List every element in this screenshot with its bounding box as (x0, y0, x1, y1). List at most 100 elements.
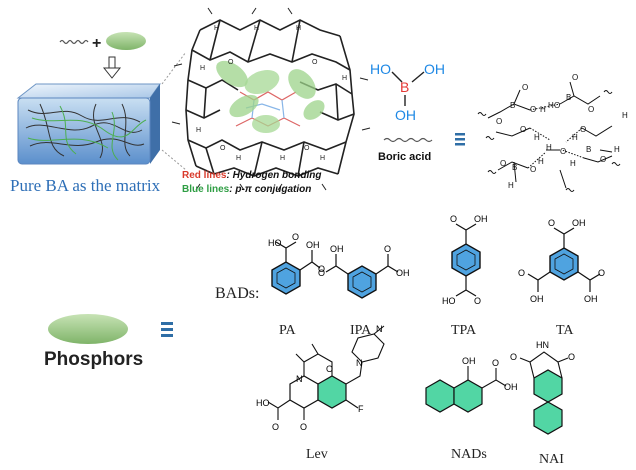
zoom-line-top (161, 51, 187, 85)
ba-chain-icon (59, 39, 89, 45)
svg-text:H: H (280, 155, 285, 162)
svg-text:OH: OH (474, 214, 488, 224)
svg-text:O: O (312, 59, 318, 66)
svg-text:O: O (522, 83, 528, 92)
phosphor-ellipse-large (48, 314, 128, 344)
svg-text:H: H (538, 157, 544, 166)
label-nai: NAI (539, 452, 564, 467)
zoom-line-bottom (161, 149, 187, 171)
legend-red-prefix: Red lines (182, 170, 227, 181)
matrix-box (16, 83, 161, 165)
svg-text:HN: HN (536, 340, 549, 350)
svg-text:O: O (326, 364, 333, 374)
svg-text:N: N (376, 324, 383, 334)
svg-text:B: B (566, 93, 571, 102)
boric-acid-label: Boric acid (378, 151, 431, 163)
svg-text:O: O (300, 422, 307, 432)
svg-text:O: O (554, 101, 560, 110)
atom-oh-right: OH (424, 61, 445, 77)
molecule-nads: OH O OH (425, 356, 518, 413)
svg-text:N: N (356, 358, 363, 368)
ba-chain-icon (383, 137, 433, 143)
svg-text:O: O (510, 352, 517, 362)
down-arrow-icon (102, 56, 122, 79)
svg-text:O: O (548, 218, 555, 228)
svg-text:N: N (296, 374, 303, 384)
svg-text:B: B (512, 163, 517, 172)
svg-text:H: H (540, 105, 546, 114)
svg-text:H: H (196, 127, 201, 134)
svg-text:O: O (530, 105, 536, 114)
svg-text:OH: OH (396, 268, 410, 278)
svg-text:HO: HO (268, 238, 282, 248)
svg-text:O: O (220, 145, 226, 152)
svg-text:O: O (474, 296, 481, 306)
legend-red-text: : Hydrogen bonding (226, 170, 321, 181)
svg-text:OH: OH (330, 244, 344, 254)
svg-text:OH: OH (584, 294, 598, 304)
svg-text:H: H (342, 75, 347, 82)
svg-text:O: O (272, 422, 279, 432)
svg-text:B: B (586, 145, 591, 154)
molecule-nai: HN O O (510, 340, 575, 435)
phosphor-ellipse-3 (288, 69, 316, 99)
svg-text:O: O (560, 147, 566, 156)
molecule-pa: HO O OH O (268, 232, 325, 295)
legend-blue-line: Blue lines: p-π conjugation (182, 184, 311, 195)
phosphor-ellipse-2 (244, 69, 280, 95)
svg-text:OH: OH (530, 294, 544, 304)
svg-text:H: H (622, 111, 628, 120)
svg-text:H: H (200, 65, 205, 72)
svg-text:O: O (304, 145, 310, 152)
phosphor-ellipse-small (106, 32, 146, 50)
svg-text:H: H (508, 181, 514, 190)
svg-text:H: H (214, 25, 219, 32)
svg-text:O: O (318, 264, 325, 274)
svg-text:OH: OH (504, 382, 518, 392)
svg-text:O: O (520, 125, 526, 134)
svg-text:O: O (600, 155, 606, 164)
svg-text:H: H (548, 101, 554, 110)
svg-text:OH: OH (572, 218, 586, 228)
molecule-ipa: OH O O OH (318, 244, 410, 299)
legend-red-line: Red lines: Hydrogen bonding (182, 170, 321, 181)
bads-label: BADs: (215, 285, 259, 302)
plus-sign: + (92, 35, 101, 52)
svg-text:HO: HO (442, 296, 456, 306)
svg-text:O: O (496, 117, 502, 126)
legend-blue-prefix: Blue lines (182, 184, 230, 195)
svg-text:H: H (320, 155, 325, 162)
svg-text:O: O (588, 105, 594, 114)
legend-blue-text: : p-π conjugation (229, 184, 311, 195)
svg-text:O: O (530, 165, 536, 174)
svg-text:O: O (500, 159, 506, 168)
svg-text:OH: OH (462, 356, 476, 366)
label-nads: NADs (451, 447, 487, 462)
label-ta: TA (556, 323, 574, 338)
svg-text:H: H (546, 143, 552, 152)
svg-text:O: O (598, 268, 605, 278)
matrix-title: Pure BA as the matrix (10, 176, 161, 195)
svg-text:H: H (296, 25, 301, 32)
svg-text:O: O (450, 214, 457, 224)
phosphor-ellipse-1 (216, 60, 248, 88)
svg-text:O: O (572, 73, 578, 82)
svg-text:O: O (318, 268, 325, 278)
label-pa: PA (279, 323, 297, 338)
svg-text:H: H (570, 159, 576, 168)
svg-text:H: H (614, 145, 620, 154)
svg-text:H: H (236, 155, 241, 162)
phosphor-ellipse-6 (303, 100, 325, 120)
molecule-lev: N O N N F O HO O (256, 324, 385, 432)
svg-text:H: H (534, 133, 540, 142)
atom-b: B (400, 79, 409, 95)
label-tpa: TPA (451, 323, 477, 338)
svg-text:F: F (358, 404, 364, 414)
molecule-ta: O OH O OH O OH (518, 218, 605, 304)
phosphor-ellipse-4 (229, 94, 259, 118)
svg-text:O: O (580, 125, 586, 134)
svg-text:OH: OH (306, 240, 320, 250)
